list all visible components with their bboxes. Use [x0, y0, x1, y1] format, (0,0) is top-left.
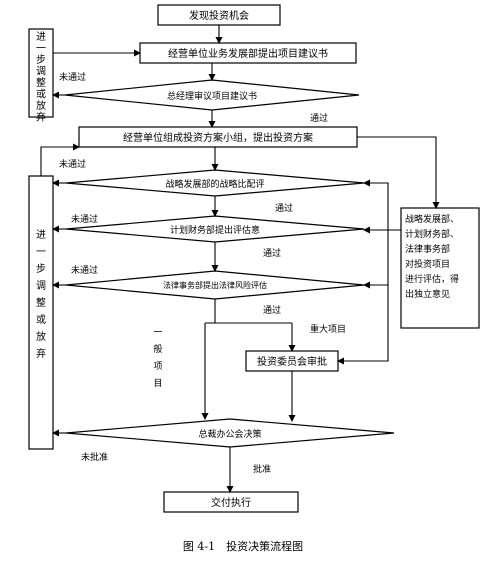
node-execute-label: 交付执行 — [211, 496, 251, 509]
label-fail-gm: 未通过 — [59, 71, 86, 83]
node-strategy-review-label: 战略发展部的战略比配评 — [165, 178, 264, 190]
label-not-approved: 未批准 — [81, 451, 108, 463]
label-fail-finance: 未通过 — [71, 213, 98, 225]
node-left-bottom-label: 进一步调整或放弃 — [36, 229, 46, 360]
node-gm-review-label: 总经理审议项目建议书 — [167, 90, 257, 102]
edges — [40, 25, 440, 493]
figure-caption: 图 4-1 投资决策流程图 — [183, 539, 303, 553]
label-major: 重大项目 — [310, 323, 346, 335]
node-proposal-label: 经营单位业务发展部提出项目建议书 — [168, 47, 328, 60]
node-committee: 投资委员会审批 — [245, 350, 339, 372]
label-fail-strategy: 未通过 — [59, 158, 86, 170]
label-pass-strategy: 通过 — [275, 202, 293, 214]
node-plan: 经营单位组成投资方案小组，提出投资方案 — [78, 126, 358, 148]
node-proposal: 经营单位业务发展部提出项目建议书 — [139, 42, 357, 64]
label-fail-legal: 未通过 — [71, 264, 98, 276]
node-right-box: 战略发展部、计划财务部、法律事务部对投资项目进行评估，得出独立意见 — [400, 207, 480, 329]
node-legal-review-label: 法律事务部提出法律风险评估 — [163, 280, 267, 290]
label-approved: 批准 — [253, 463, 271, 475]
label-pass-finance: 通过 — [263, 247, 281, 259]
node-start-label: 发现投资机会 — [189, 9, 249, 22]
node-left-top-label: 进一步调整或放弃 — [36, 31, 46, 124]
node-left-top: 进一步调整或放弃 — [28, 28, 54, 124]
label-pass-gm: 通过 — [310, 112, 328, 124]
node-president-label: 总裁办公会决策 — [198, 428, 261, 440]
node-right-box-label: 战略发展部、计划财务部、法律事务部对投资项目进行评估，得出独立意见 — [405, 213, 459, 300]
node-finance-review-label: 计划财务部提出评估意 — [170, 224, 260, 236]
node-start: 发现投资机会 — [157, 4, 281, 26]
node-president: 总裁办公会决策 — [65, 418, 395, 448]
label-general: 一般项目 — [153, 328, 162, 389]
label-pass-legal: 通过 — [263, 304, 281, 316]
node-legal-review: 法律事务部提出法律风险评估 — [65, 270, 365, 300]
node-execute: 交付执行 — [163, 491, 299, 513]
node-plan-label: 经营单位组成投资方案小组，提出投资方案 — [123, 131, 313, 144]
node-left-bottom: 进一步调整或放弃 — [28, 175, 54, 450]
node-gm-review: 总经理审议项目建议书 — [64, 79, 360, 111]
node-finance-review: 计划财务部提出评估意 — [65, 215, 365, 243]
node-committee-label: 投资委员会审批 — [257, 355, 327, 368]
node-strategy-review: 战略发展部的战略比配评 — [65, 169, 365, 197]
